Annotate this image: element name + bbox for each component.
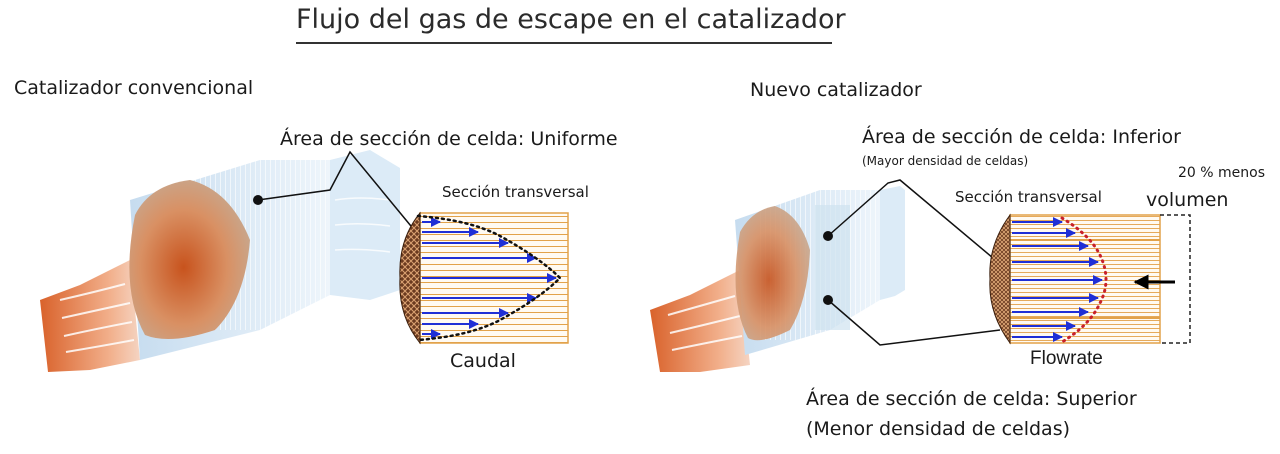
lower-cell-density-label: (Menor densidad de celdas): [806, 418, 1071, 440]
volume-word: volumen: [1146, 189, 1229, 211]
conventional-catalyst-illustration: [40, 150, 421, 372]
new-cross-section: [989, 213, 1191, 345]
new-catalyst-illustration: [650, 179, 1001, 372]
diagram-title: Flujo del gas de escape en el catalizado…: [296, 4, 846, 35]
conventional-cross-section: [399, 211, 569, 345]
volume-reduction-percent: 20 % menos: [1178, 165, 1266, 181]
title-underline: [296, 42, 832, 44]
higher-cell-density-label: (Mayor densidad de celdas): [862, 154, 1029, 168]
conventional-heading: Catalizador convencional: [14, 77, 254, 99]
new-catalyst-heading: Nuevo catalizador: [750, 79, 922, 101]
conventional-flow-label: Caudal: [450, 350, 516, 372]
lower-cell-area-label: Área de sección de celda: Inferior: [862, 126, 1181, 148]
new-cross-section-label: Sección transversal: [955, 188, 1102, 206]
upper-cell-area-label: Área de sección de celda: Superior: [806, 388, 1137, 410]
conventional-cross-section-label: Sección transversal: [442, 183, 589, 201]
uniform-cell-area-label: Área de sección de celda: Uniforme: [280, 128, 618, 150]
new-flow-label: Flowrate: [1030, 348, 1103, 369]
